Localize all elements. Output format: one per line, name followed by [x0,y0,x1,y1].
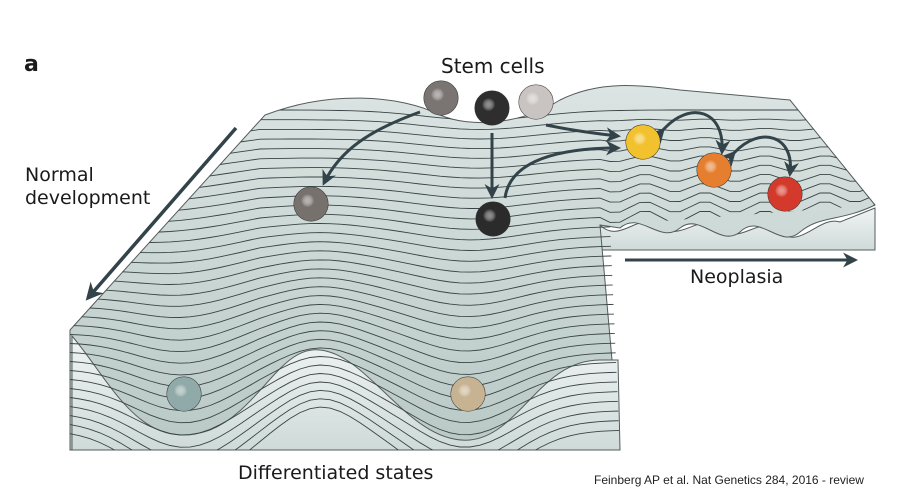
neoplastic-cell-orange-shading [697,153,731,187]
stem-cell-center-shading [475,91,509,125]
intermediate-cell-center-shading [476,202,510,236]
intermediate-cell-left-shading [294,187,328,221]
differentiated-cell-left-shading [167,377,201,411]
panel-label: a [24,52,39,77]
contour-line [70,201,875,229]
arrow-stem-to-yellow [545,123,621,143]
neoplastic-cell-yellow-shading [626,125,660,159]
arrow-stem-to-left [322,110,421,186]
normal-development-line-1: Normal [25,164,94,186]
normal-development-arrow [85,126,238,301]
differentiated-cell-right-shading [451,377,485,411]
arrow-center-to-yellow [503,140,621,199]
differentiated-states-label: Differentiated states [238,462,434,484]
normal-development-line-2: development [25,187,151,209]
contour-line [70,192,875,220]
citation: Feinberg AP et al. Nat Genetics 284, 201… [594,473,864,487]
contour-line [70,183,875,211]
cells [166,80,803,412]
neoplasia-label: Neoplasia [690,266,784,288]
arrow-yellow-orange-loop [649,111,731,155]
stem-cells-label: Stem cells [441,54,545,78]
arrow-orange-red-loop [720,135,799,177]
stem-cell-right-shading [519,85,553,119]
stem-cell-left-shading [424,81,458,115]
normal-development-label: Normal development [25,164,150,210]
neoplastic-cell-red-shading [768,177,802,211]
